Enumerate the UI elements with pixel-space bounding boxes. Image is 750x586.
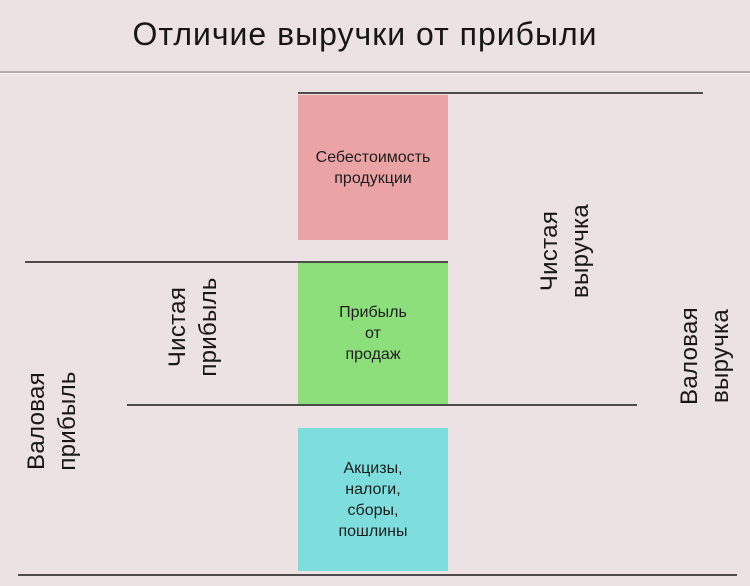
cost-box: Себестоимость продукции: [298, 95, 448, 240]
page-title: Отличие выручки от прибыли: [132, 16, 598, 52]
profit-box: Прибыль от продаж: [298, 263, 448, 404]
profit-box-label: Прибыль от продаж: [339, 304, 407, 363]
net-profit-bottom-line: [127, 404, 637, 406]
revenue-top-line: [298, 92, 703, 94]
title-divider-line: [0, 71, 750, 74]
taxes-box: Акцизы, налоги, сборы, пошлины: [298, 428, 448, 571]
gross-revenue-bottom-line: [18, 574, 737, 576]
taxes-box-label: Акцизы, налоги, сборы, пошлины: [338, 459, 408, 540]
net-profit-top-line: [25, 261, 448, 263]
cost-box-label: Себестоимость продукции: [315, 148, 431, 187]
